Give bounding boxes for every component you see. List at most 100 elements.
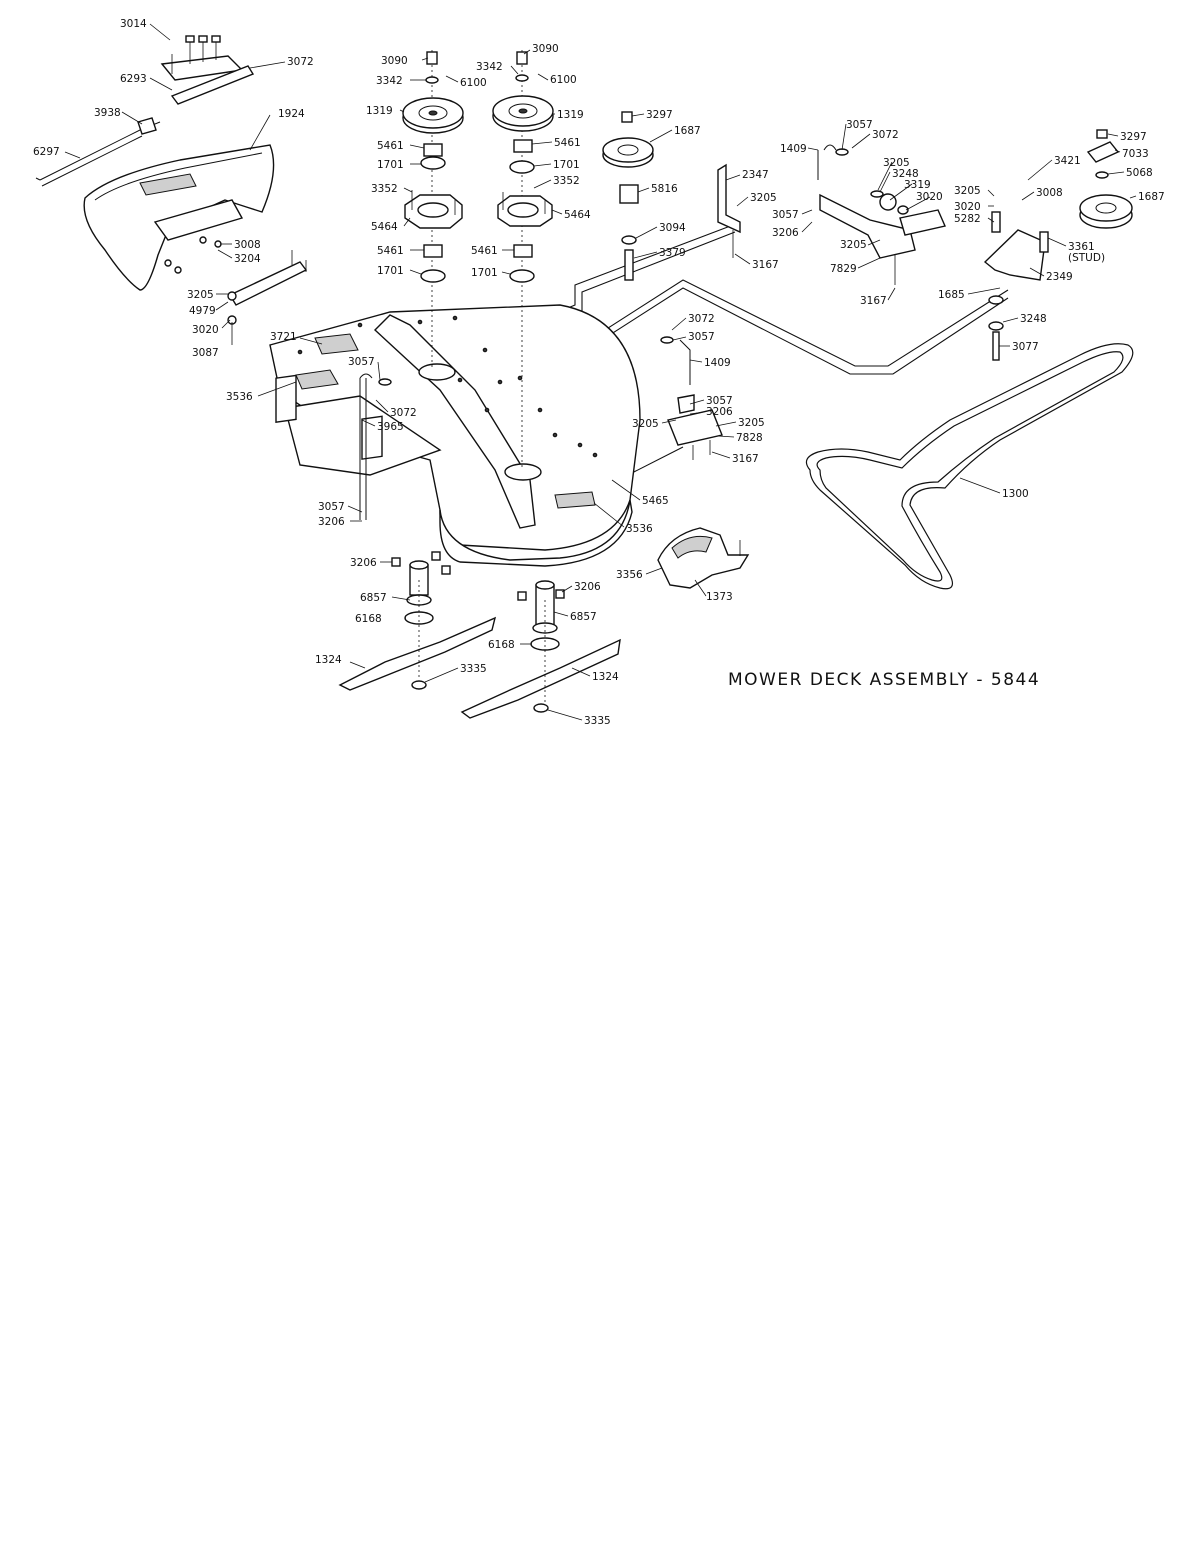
callout-5816: 5816 bbox=[651, 183, 678, 195]
callout-3206: 3206 bbox=[706, 406, 733, 418]
callout-3167: 3167 bbox=[732, 453, 759, 465]
callout-1409: 1409 bbox=[704, 357, 731, 369]
callout-stud: (STUD) bbox=[1068, 252, 1105, 264]
callout-3057: 3057 bbox=[348, 356, 375, 368]
callout-1300: 1300 bbox=[1002, 488, 1029, 500]
callout-3020: 3020 bbox=[192, 324, 219, 336]
callout-1687: 1687 bbox=[1138, 191, 1165, 203]
callout-6297: 6297 bbox=[33, 146, 60, 158]
callout-3421: 3421 bbox=[1054, 155, 1081, 167]
callout-3205: 3205 bbox=[187, 289, 214, 301]
callout-3205: 3205 bbox=[883, 157, 910, 169]
callout-5068: 5068 bbox=[1126, 167, 1153, 179]
callout-6100: 6100 bbox=[550, 74, 577, 86]
chute-mounting-bar bbox=[164, 236, 308, 345]
callout-3361: 3361 bbox=[1068, 241, 1095, 253]
callout-1324: 1324 bbox=[315, 654, 342, 666]
callout-3014: 3014 bbox=[120, 18, 147, 30]
callout-3057: 3057 bbox=[688, 331, 715, 343]
callout-2349: 2349 bbox=[1046, 271, 1073, 283]
callout-3206: 3206 bbox=[318, 516, 345, 528]
callout-6857: 6857 bbox=[360, 592, 387, 604]
callout-3335: 3335 bbox=[584, 715, 611, 727]
callout-3248: 3248 bbox=[892, 168, 919, 180]
callout-1409: 1409 bbox=[780, 143, 807, 155]
callout-1685: 1685 bbox=[938, 289, 965, 301]
chute-hinge-bracket bbox=[160, 35, 255, 105]
callout-3721: 3721 bbox=[270, 331, 297, 343]
callout-5464: 5464 bbox=[564, 209, 591, 221]
callout-3072: 3072 bbox=[390, 407, 417, 419]
callout-3205: 3205 bbox=[738, 417, 765, 429]
callout-3072: 3072 bbox=[287, 56, 314, 68]
callout-5461: 5461 bbox=[471, 245, 498, 257]
callout-5461: 5461 bbox=[554, 137, 581, 149]
callout-3205: 3205 bbox=[632, 418, 659, 430]
callout-3204: 3204 bbox=[234, 253, 261, 265]
callout-3536: 3536 bbox=[226, 391, 253, 403]
callout-3090: 3090 bbox=[381, 55, 408, 67]
left-blade-assembly bbox=[338, 551, 497, 691]
drive-belt bbox=[805, 343, 1134, 590]
callout-7033: 7033 bbox=[1122, 148, 1149, 160]
callout-3057: 3057 bbox=[846, 119, 873, 131]
callout-5282: 5282 bbox=[954, 213, 981, 225]
deck-cross-rod bbox=[359, 373, 392, 520]
callout-3342: 3342 bbox=[376, 75, 403, 87]
diagram-title: MOWER DECK ASSEMBLY - 5844 bbox=[728, 670, 1040, 690]
callout-3167: 3167 bbox=[860, 295, 887, 307]
callout-1701: 1701 bbox=[553, 159, 580, 171]
callout-3008: 3008 bbox=[1036, 187, 1063, 199]
callout-3965: 3965 bbox=[377, 421, 404, 433]
callout-3248: 3248 bbox=[1020, 313, 1047, 325]
callout-3335: 3335 bbox=[460, 663, 487, 675]
callout-5465: 5465 bbox=[642, 495, 669, 507]
rod-bracket bbox=[717, 163, 741, 258]
callout-3319: 3319 bbox=[904, 179, 931, 191]
callout-3938: 3938 bbox=[94, 107, 121, 119]
tension-bracket bbox=[817, 144, 946, 285]
callout-7829: 7829 bbox=[830, 263, 857, 275]
left-spindle-stack bbox=[402, 50, 464, 370]
callout-5461: 5461 bbox=[377, 245, 404, 257]
callout-3057: 3057 bbox=[706, 395, 733, 407]
callout-3020: 3020 bbox=[916, 191, 943, 203]
callout-3206: 3206 bbox=[574, 581, 601, 593]
callout-3352: 3352 bbox=[371, 183, 398, 195]
callout-3020: 3020 bbox=[954, 201, 981, 213]
callout-3206: 3206 bbox=[772, 227, 799, 239]
callout-6168: 6168 bbox=[488, 639, 515, 651]
chute-rod bbox=[35, 117, 161, 187]
callout-3297: 3297 bbox=[1120, 131, 1147, 143]
callout-3205: 3205 bbox=[954, 185, 981, 197]
belt-cover bbox=[657, 527, 750, 589]
callout-3536: 3536 bbox=[626, 523, 653, 535]
callout-1701: 1701 bbox=[471, 267, 498, 279]
leader-lines bbox=[64, 23, 1137, 721]
right-blade-assembly bbox=[460, 580, 621, 719]
callout-3094: 3094 bbox=[659, 222, 686, 234]
callout-3342: 3342 bbox=[476, 61, 503, 73]
callout-6168: 6168 bbox=[355, 613, 382, 625]
callout-1373: 1373 bbox=[706, 591, 733, 603]
callout-1924: 1924 bbox=[278, 108, 305, 120]
callout-5464: 5464 bbox=[371, 221, 398, 233]
callout-3072: 3072 bbox=[688, 313, 715, 325]
callout-6857: 6857 bbox=[570, 611, 597, 623]
callout-3297: 3297 bbox=[646, 109, 673, 121]
callout-1324: 1324 bbox=[592, 671, 619, 683]
center-spindle-stack bbox=[492, 50, 554, 470]
discharge-chute bbox=[83, 144, 275, 291]
callout-1319: 1319 bbox=[557, 109, 584, 121]
callout-3205: 3205 bbox=[840, 239, 867, 251]
callout-6293: 6293 bbox=[120, 73, 147, 85]
callout-3057: 3057 bbox=[318, 501, 345, 513]
part-callouts: 3014 3072 6293 3938 6297 1924 3008 3204 … bbox=[33, 18, 1165, 727]
callout-1687: 1687 bbox=[674, 125, 701, 137]
callout-3087: 3087 bbox=[192, 347, 219, 359]
callout-2347: 2347 bbox=[742, 169, 769, 181]
callout-3057: 3057 bbox=[772, 209, 799, 221]
callout-3167: 3167 bbox=[752, 259, 779, 271]
callout-3205: 3205 bbox=[750, 192, 777, 204]
